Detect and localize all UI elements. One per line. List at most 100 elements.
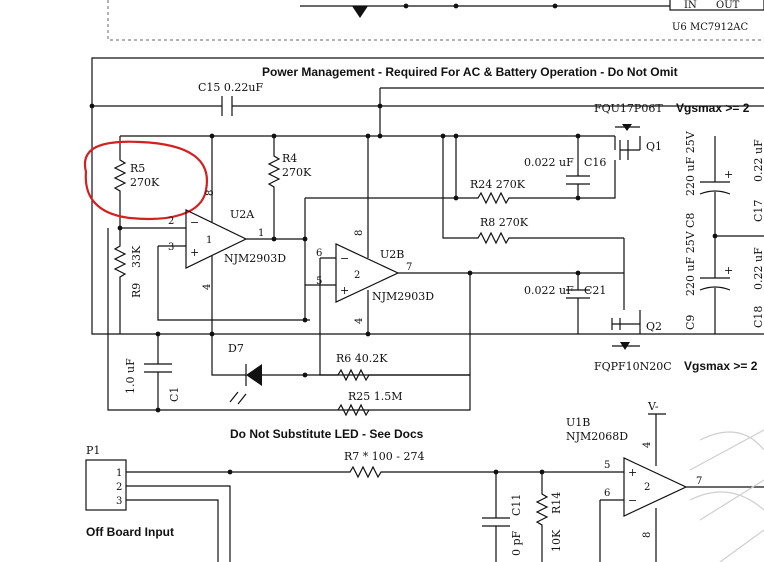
p1-pin-3: 3 [116, 496, 122, 507]
d7-light-arrows [229, 391, 247, 405]
u2a-pin-2: 2 [168, 216, 174, 227]
r14-label: R14 [550, 492, 563, 514]
u2a-plus-sign: + [190, 246, 199, 259]
r8-label: R8 270K [480, 216, 529, 229]
p1-pin-1: 1 [116, 468, 122, 479]
q1-mosfet [614, 136, 641, 160]
c21-capacitor [566, 273, 590, 334]
r9-label: R9 [130, 283, 143, 298]
junction-dot [227, 469, 233, 475]
u2a-pin-8: 8 [205, 190, 216, 196]
r5-value: 270K [130, 176, 160, 189]
u2a-opamp [185, 209, 248, 269]
u6-out-label: OUT [716, 0, 740, 11]
u2b-pin-4: 4 [354, 318, 365, 324]
vminus-label: V- [647, 400, 659, 413]
junction-dot [467, 270, 473, 276]
c16-capacitor [566, 136, 590, 198]
vgs-top-note: Vgsmax >= 2 [676, 101, 750, 115]
q1-gate-wire [578, 160, 616, 199]
c11-label: C11 [510, 494, 523, 516]
junction-dot [552, 3, 558, 9]
r8-resistor [442, 136, 624, 245]
junction-dot [89, 103, 95, 109]
u2a-part: NJM2903D [224, 252, 286, 265]
r24-resistor [456, 191, 578, 205]
d7-led [246, 364, 262, 386]
watermark-curves [689, 431, 764, 511]
u2b-pin-5: 5 [316, 276, 322, 287]
q2-label: Q2 [646, 320, 662, 333]
u2b-plus-sign: + [340, 284, 349, 297]
c15-label: C15 0.22uF [198, 81, 263, 94]
led-note: Do Not Substitute LED - See Docs [230, 427, 424, 441]
power-block-outline [91, 57, 764, 335]
q1-part: FQU17P06T [594, 102, 663, 115]
q2-part: FQPF10N20C [594, 360, 672, 373]
r4-value: 270K [282, 166, 312, 179]
p1-wires [126, 485, 231, 562]
u6-regulator-box [669, 0, 764, 11]
c1-value: 1.0 uF [124, 358, 137, 394]
r25-label: R25 1.5M [348, 390, 403, 403]
d7-wire [211, 334, 246, 376]
watermark-lines [689, 429, 764, 562]
c1-capacitor [144, 334, 172, 410]
u2b-opamp [335, 243, 400, 303]
r7-resistor [126, 465, 612, 479]
c17-label: C17 [752, 200, 764, 222]
c9-value: 220 uF 25V [684, 230, 697, 296]
junction-dot [155, 407, 161, 413]
u2b-label: U2B [380, 248, 404, 261]
u6-in-label: IN [684, 0, 697, 11]
r6-resistor [245, 364, 470, 386]
r6-label: R6 40.2K [336, 352, 388, 365]
u1b-pin-7: 7 [696, 476, 702, 487]
p1-connector [85, 459, 127, 511]
r14-resistor [535, 472, 549, 562]
c9-capacitor [699, 236, 731, 334]
c9-plus-sign: + [724, 264, 733, 277]
r24-label: R24 270K [470, 178, 526, 191]
p1-pin-2: 2 [116, 482, 122, 493]
c21-value: 0.022 uF [524, 284, 574, 297]
u2a-minus-sign: − [190, 216, 199, 229]
q1-label: Q1 [646, 140, 662, 153]
q2-mosfet [611, 238, 641, 334]
u1b-pin-6: 6 [604, 488, 610, 499]
u1b-pin-8: 8 [642, 532, 653, 538]
r4-resistor [267, 136, 281, 239]
u2a-pin-3: 3 [168, 242, 174, 253]
r5-highlight-circle [83, 140, 209, 221]
u2b-minus-sign: − [340, 252, 349, 265]
u2b-pin-6: 6 [316, 248, 322, 259]
c11-capacitor [482, 472, 510, 562]
vgs-bottom-note: Vgsmax >= 2 [684, 359, 758, 373]
c11-value: 0 pF [510, 530, 523, 556]
u1b-pin-4: 4 [642, 442, 653, 448]
u2a-pin-1: 1 [258, 228, 264, 239]
u1b-pin-5: 5 [604, 460, 610, 471]
c18-value: 0.22 uF [752, 247, 764, 290]
c1-label: C1 [168, 387, 181, 402]
u2a-label: U2A [230, 208, 255, 221]
u2b-pin-8: 8 [354, 230, 365, 236]
u2a-pin-4: 4 [202, 284, 213, 290]
u2a-unit-number: 1 [206, 235, 212, 246]
junction-dot [377, 103, 383, 109]
r25-resistor [337, 403, 370, 417]
u1b-minus-sign: − [628, 494, 637, 507]
u1b-unit-number: 2 [644, 482, 650, 493]
c8-capacitor [699, 136, 731, 236]
p1-label: P1 [86, 444, 100, 457]
r7-label: R7 * 100 - 274 [344, 450, 424, 463]
u1b-part: NJM2068D [566, 430, 628, 443]
r5-resistor [113, 136, 127, 228]
r14-value: 10K [550, 529, 563, 552]
junction-dot [365, 331, 371, 337]
junction-dot [302, 317, 308, 323]
c8-plus-sign: + [724, 168, 733, 181]
hysteresis-wire [305, 136, 457, 199]
